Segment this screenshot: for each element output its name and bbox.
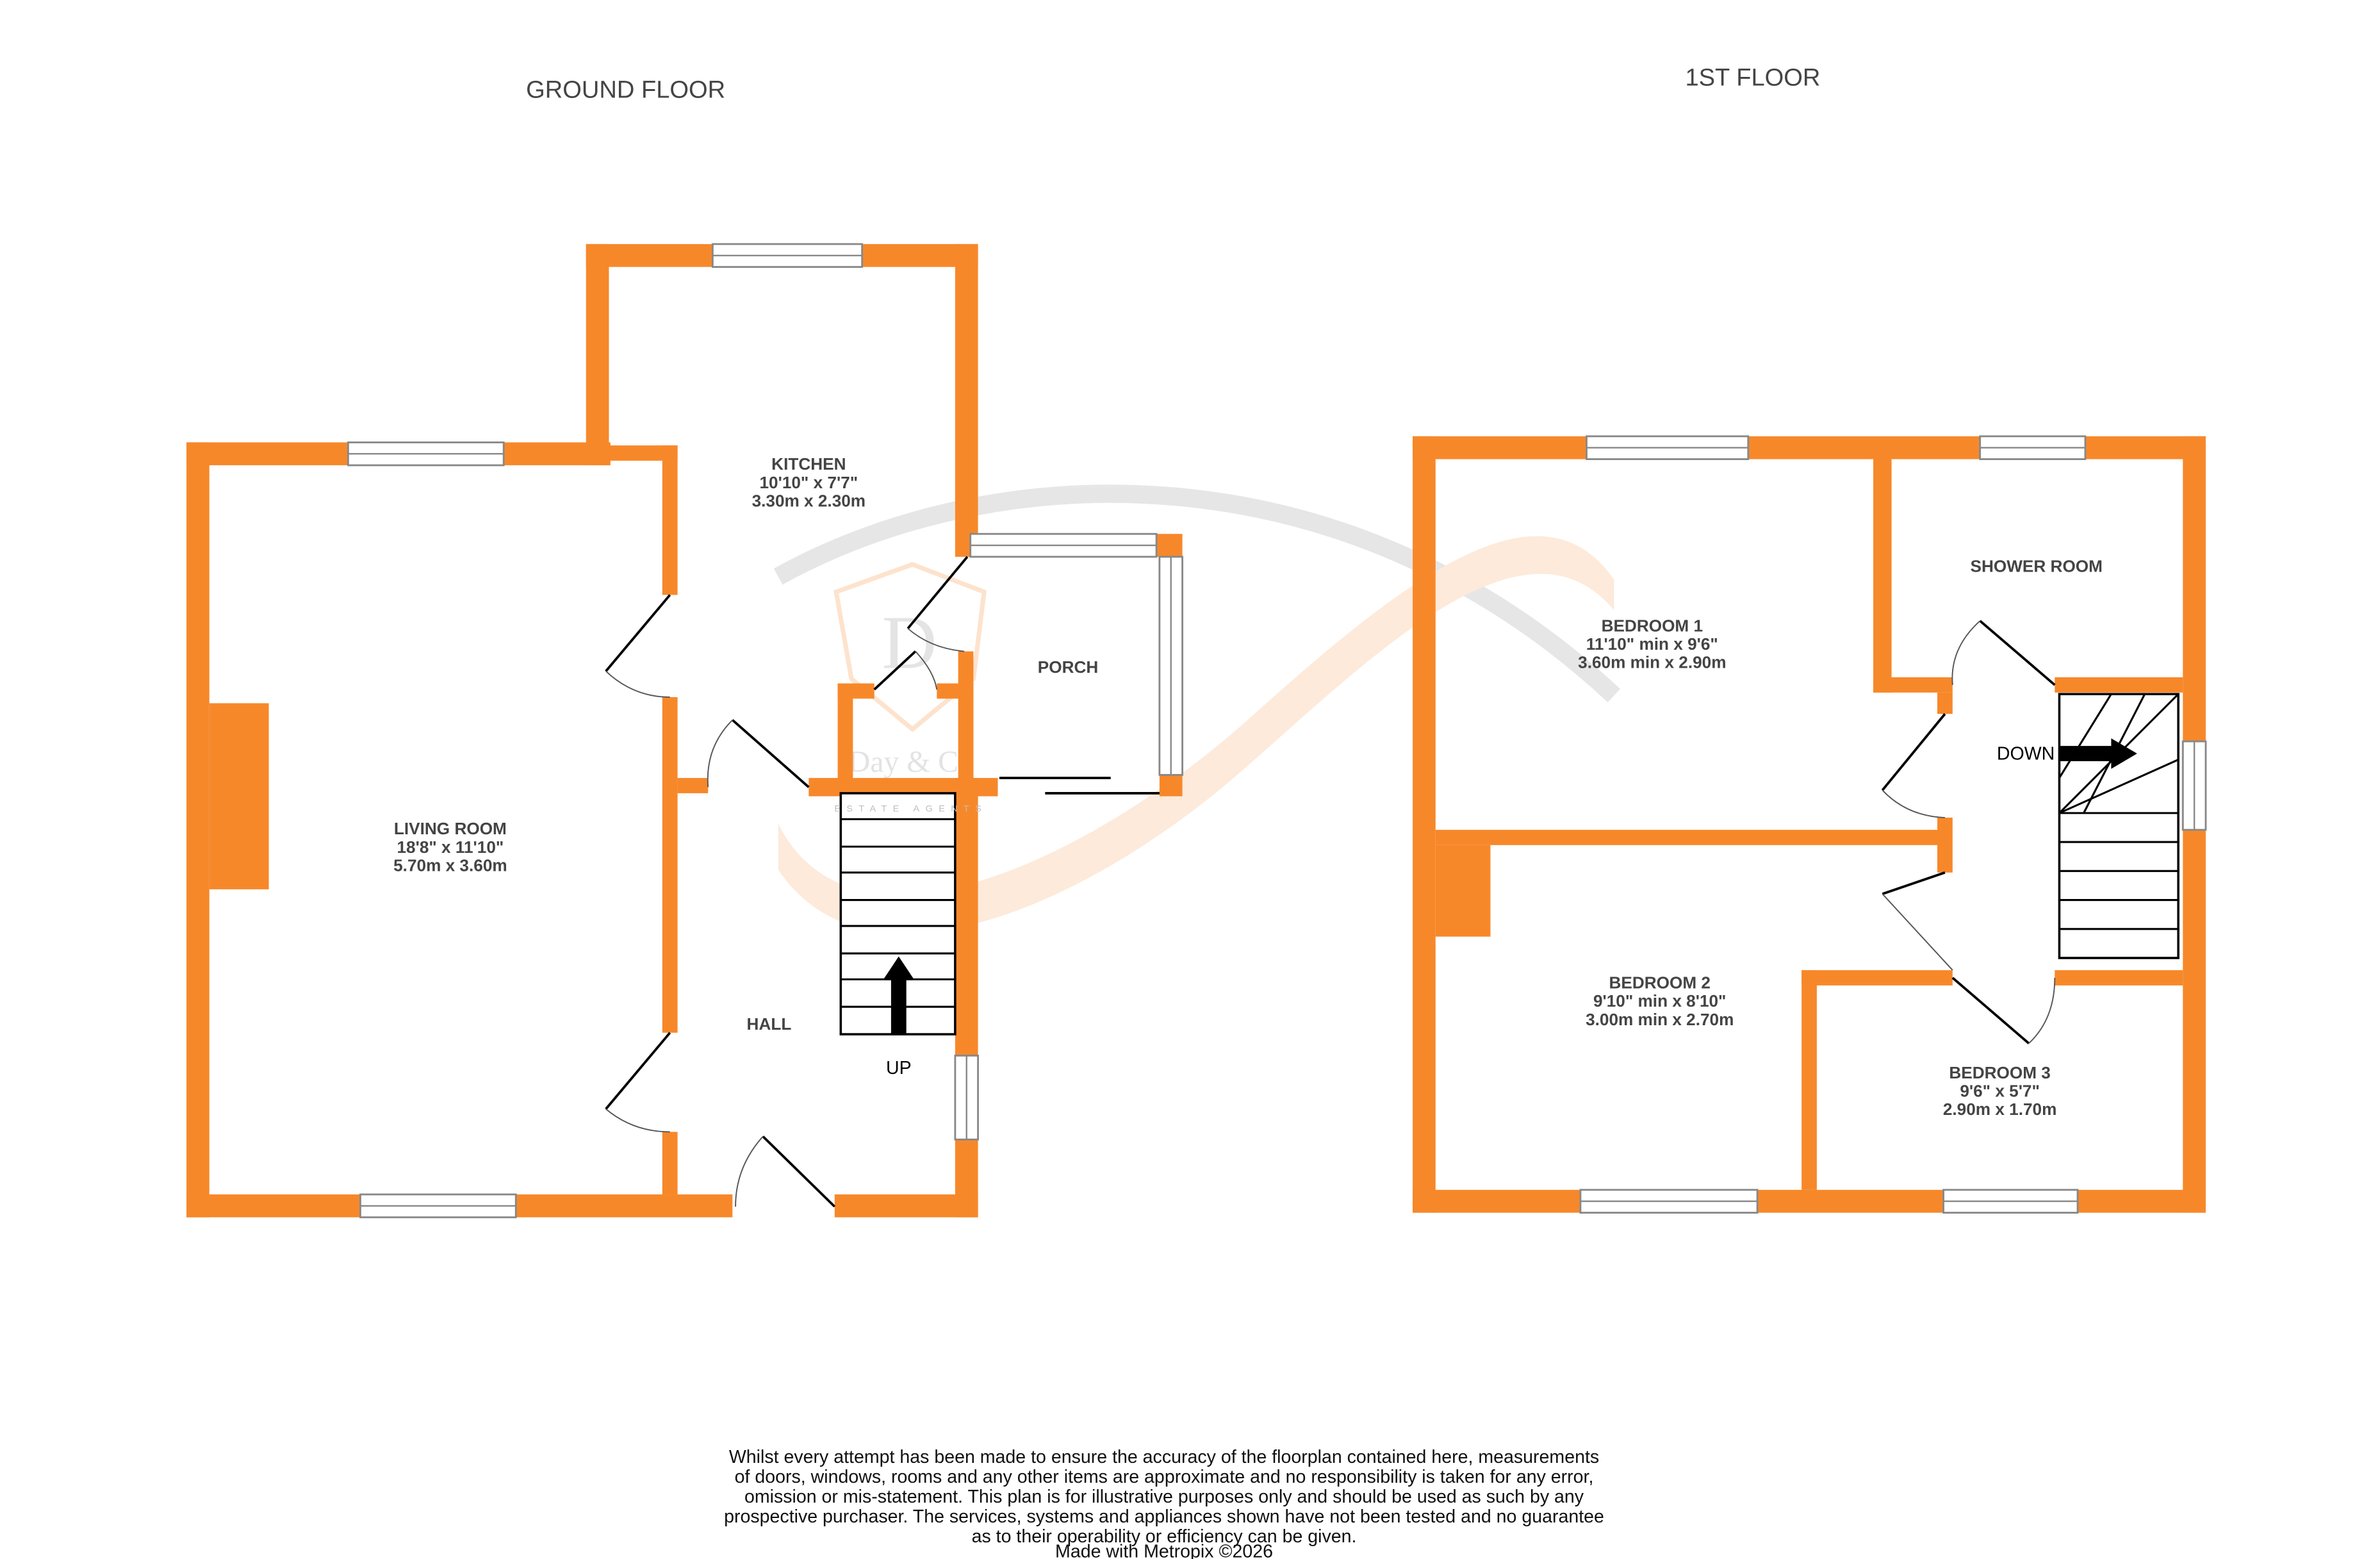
room-bedroom-3: BEDROOM 3 9'6" x 5'7" 2.90m x 1.70m bbox=[1943, 1063, 2057, 1119]
ground-walls bbox=[186, 243, 1183, 1217]
ground-floor-plan: UP KITCHEN 10'10" x 7'7" 3.30m x 2.30m L… bbox=[186, 243, 1184, 1219]
room-name: BEDROOM 3 bbox=[1949, 1063, 2051, 1082]
room-metric: 5.70m x 3.60m bbox=[393, 855, 507, 875]
watermark-tagline: ESTATE AGENTS bbox=[834, 804, 987, 814]
disclaimer: Whilst every attempt has been made to en… bbox=[724, 1447, 1604, 1559]
room-living: LIVING ROOM 18'8" x 11'10" 5.70m x 3.60m bbox=[393, 819, 507, 875]
chimney-breast bbox=[1435, 845, 1491, 937]
room-hall: HALL bbox=[747, 1014, 792, 1034]
disclaimer-line: prospective purchaser. The services, sys… bbox=[724, 1506, 1604, 1527]
stairs-down-label: DOWN bbox=[1997, 744, 2055, 764]
watermark-swoosh-gray bbox=[773, 484, 1621, 703]
first-floor-plan: DOWN BEDROOM 1 11'10" min x 9'6" 3.60m m… bbox=[1413, 435, 2207, 1214]
room-name: BEDROOM 2 bbox=[1609, 973, 1711, 993]
room-bedroom-2: BEDROOM 2 9'10" min x 8'10" 3.00m min x … bbox=[1586, 973, 1734, 1029]
room-shower: SHOWER ROOM bbox=[1971, 557, 2103, 576]
disclaimer-line: omission or mis-statement. This plan is … bbox=[744, 1487, 1584, 1507]
room-metric: 3.00m min x 2.70m bbox=[1586, 1010, 1734, 1029]
room-bedroom-1: BEDROOM 1 11'10" min x 9'6" 3.60m min x … bbox=[1578, 616, 1726, 672]
watermark-monogram: D bbox=[882, 600, 937, 685]
room-imperial: 9'10" min x 8'10" bbox=[1593, 991, 1727, 1010]
disclaimer-line: Whilst every attempt has been made to en… bbox=[729, 1447, 1599, 1467]
ground-floor-title: GROUND FLOOR bbox=[526, 76, 725, 103]
room-metric: 3.30m x 2.30m bbox=[752, 491, 866, 510]
disclaimer-line: of doors, windows, rooms and any other i… bbox=[735, 1467, 1594, 1487]
ground-windows bbox=[347, 243, 1184, 1219]
room-name: BEDROOM 1 bbox=[1602, 616, 1703, 636]
room-metric: 3.60m min x 2.90m bbox=[1578, 653, 1726, 672]
room-imperial: 18'8" x 11'10" bbox=[397, 837, 504, 857]
ground-doors bbox=[605, 556, 1160, 1208]
first-doors bbox=[1881, 620, 2056, 1044]
disclaimer-line: as to their operability or efficiency ca… bbox=[972, 1526, 1357, 1547]
ground-staircase[interactable] bbox=[839, 792, 956, 1035]
credit: Made with Metropix ©2026 bbox=[1055, 1542, 1273, 1559]
stairs-up-label: UP bbox=[886, 1058, 912, 1078]
watermark-brand: Day & Co bbox=[848, 746, 974, 779]
room-imperial: 9'6" x 5'7" bbox=[1960, 1082, 2040, 1101]
room-porch: PORCH bbox=[1038, 657, 1099, 677]
room-name: LIVING ROOM bbox=[394, 819, 507, 838]
room-kitchen: KITCHEN 10'10" x 7'7" 3.30m x 2.30m bbox=[752, 454, 866, 510]
chimney-breast bbox=[209, 703, 269, 889]
room-name: KITCHEN bbox=[771, 454, 846, 474]
first-windows bbox=[1579, 435, 2207, 1214]
first-staircase[interactable] bbox=[2058, 693, 2179, 959]
room-metric: 2.90m x 1.70m bbox=[1943, 1100, 2057, 1119]
room-imperial: 10'10" x 7'7" bbox=[759, 473, 858, 492]
first-floor-title: 1ST FLOOR bbox=[1685, 64, 1820, 91]
room-imperial: 11'10" min x 9'6" bbox=[1586, 634, 1718, 654]
arrow-down-icon bbox=[2059, 738, 2137, 769]
